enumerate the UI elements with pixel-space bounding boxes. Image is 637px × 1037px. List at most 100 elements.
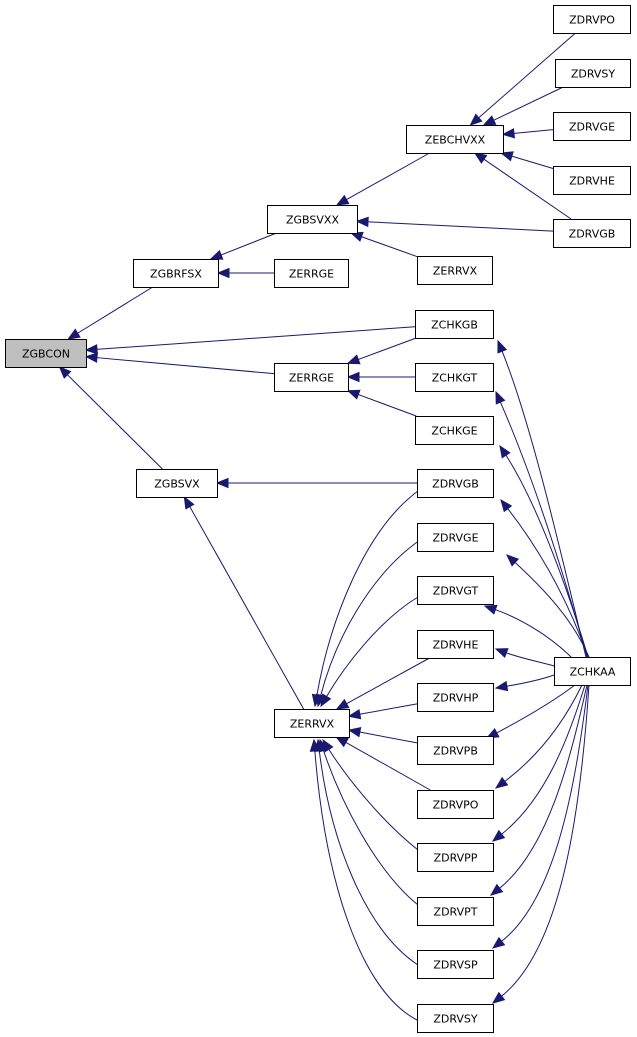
node-zgbsvxx[interactable]: ZGBSVXX xyxy=(267,205,358,234)
node-box xyxy=(417,790,494,819)
node-zchkgt[interactable]: ZCHKGT xyxy=(415,363,494,392)
node-label: ZDRVHE xyxy=(569,175,615,188)
edge-line xyxy=(322,749,419,906)
edge-line xyxy=(345,657,430,705)
node-box xyxy=(553,112,631,141)
edge-zdrvhe-b-to-zerrvx-b xyxy=(335,657,430,710)
node-zerrge-a[interactable]: ZERRGE xyxy=(274,259,349,288)
node-box xyxy=(417,523,494,552)
node-zdrvgt[interactable]: ZDRVGT xyxy=(417,576,494,605)
edge-zdrvgt-to-zerrvx-b xyxy=(320,596,419,708)
node-box xyxy=(267,205,358,234)
edge-line xyxy=(95,326,416,350)
node-label: ZDRVHP xyxy=(433,692,479,705)
arrow-head xyxy=(495,390,506,405)
node-zgbrfsx[interactable]: ZGBRFSX xyxy=(133,259,219,288)
node-zdrvsy-b[interactable]: ZDRVSY xyxy=(417,1004,494,1033)
node-zdrvge-a[interactable]: ZDRVGE xyxy=(553,112,631,141)
edge-zerrvx-b-to-zgbsvx xyxy=(183,495,305,710)
node-zgbsvx[interactable]: ZGBSVX xyxy=(136,469,218,498)
node-zchkaa[interactable]: ZCHKAA xyxy=(554,657,631,686)
arrow-head xyxy=(347,727,362,738)
node-box xyxy=(415,310,494,339)
node-label: ZDRVSY xyxy=(571,68,616,81)
arrow-head xyxy=(335,736,349,748)
node-box xyxy=(417,630,494,659)
node-zerrvx-b[interactable]: ZERRVX xyxy=(274,709,350,738)
arrow-head xyxy=(500,151,514,162)
node-label: ZDRVHE xyxy=(433,639,479,652)
arrow-head xyxy=(473,152,488,164)
edge-zchkaa-to-zdrvgb-b xyxy=(500,498,589,658)
edge-zchkaa-to-zdrvsy-b xyxy=(491,684,590,1004)
node-zdrvhe-a[interactable]: ZDRVHE xyxy=(553,166,631,195)
node-zchkgb[interactable]: ZCHKGB xyxy=(415,310,494,339)
edge-zchkaa-to-zdrvpo-b xyxy=(494,684,583,789)
edge-zchkaa-to-zdrvge-b xyxy=(506,554,590,658)
node-label: ZDRVPP xyxy=(434,852,478,865)
edge-line xyxy=(500,684,589,943)
node-box xyxy=(5,339,87,368)
edge-zerrge-b-to-zgbcon xyxy=(84,352,275,375)
node-zerrvx-a[interactable]: ZERRVX xyxy=(417,256,493,285)
arrow-head xyxy=(84,352,98,363)
node-label: ZCHKAA xyxy=(570,666,616,679)
edge-line xyxy=(314,749,418,1021)
arrow-head xyxy=(355,216,369,228)
node-zdrvge-b[interactable]: ZDRVGE xyxy=(417,523,494,552)
arrow-head xyxy=(209,249,224,260)
edge-zchkge-to-zerrge-b xyxy=(346,389,417,417)
edge-zchkaa-to-zchkgb xyxy=(497,339,587,658)
arrow-head xyxy=(309,738,321,752)
node-label: ZDRVGB xyxy=(569,228,616,241)
node-zdrvpo-b[interactable]: ZDRVPO xyxy=(417,790,494,819)
node-zdrvpo-a[interactable]: ZDRVPO xyxy=(553,5,631,34)
node-box xyxy=(415,363,494,392)
arrow-head xyxy=(346,354,361,365)
node-label: ZERRGE xyxy=(289,372,334,385)
node-zerrge-b[interactable]: ZERRGE xyxy=(274,363,349,392)
node-box xyxy=(406,125,504,154)
edge-line xyxy=(494,608,576,662)
edge-line xyxy=(503,684,583,783)
edge-zchkgb-to-zerrge-b xyxy=(346,337,417,365)
node-zdrvgb-a[interactable]: ZDRVGB xyxy=(553,219,631,248)
arrow-head xyxy=(501,128,515,139)
node-box xyxy=(417,576,494,605)
edge-zdrvgb-a-to-zgbsvxx xyxy=(355,216,554,232)
node-zdrvpp[interactable]: ZDRVPP xyxy=(417,843,494,872)
edge-zchkaa-to-zdrvhp xyxy=(494,674,555,692)
edge-zdrvge-a-to-zebchvxx xyxy=(501,128,554,139)
edge-line xyxy=(512,129,554,134)
edge-zchkaa-to-zdrvpt xyxy=(489,684,588,896)
edge-zchkaa-to-zdrvhe-b xyxy=(494,648,555,667)
edge-line xyxy=(366,221,554,232)
node-zdrvsy-a[interactable]: ZDRVSY xyxy=(555,59,631,88)
node-label: ZDRVPT xyxy=(434,906,478,919)
node-zdrvgb-b[interactable]: ZDRVGB xyxy=(417,469,494,498)
arrow-head xyxy=(491,829,506,842)
node-zgbcon[interactable]: ZGBCON xyxy=(5,339,87,368)
node-zdrvpt[interactable]: ZDRVPT xyxy=(417,897,494,926)
node-zdrvhe-b[interactable]: ZDRVHE xyxy=(417,630,494,659)
node-label: ZDRVSY xyxy=(433,1013,478,1026)
node-label: ZDRVPO xyxy=(433,799,479,812)
node-zdrvsp[interactable]: ZDRVSP xyxy=(417,950,494,979)
node-box xyxy=(417,843,494,872)
arrow-head xyxy=(346,371,360,383)
edge-line xyxy=(344,741,431,791)
node-label: ZDRVGT xyxy=(433,585,479,598)
node-zebchvxx[interactable]: ZEBCHVXX xyxy=(406,125,504,154)
edge-zdrvge-b-to-zerrvx-b xyxy=(315,539,421,708)
arrow-head xyxy=(67,328,81,340)
arrow-head xyxy=(320,693,332,708)
node-zdrvpb[interactable]: ZDRVPB xyxy=(417,736,494,765)
node-label: ZERRVX xyxy=(290,718,335,731)
arrow-head xyxy=(497,339,508,354)
node-label: ZDRVPO xyxy=(569,14,615,27)
edge-zerrge-a-to-zgbrfsx xyxy=(216,267,274,279)
node-zdrvhp[interactable]: ZDRVHP xyxy=(417,683,494,712)
arrow-head xyxy=(491,936,506,949)
node-label: ZDRVPB xyxy=(433,745,478,758)
node-zchkge[interactable]: ZCHKGE xyxy=(415,416,494,445)
